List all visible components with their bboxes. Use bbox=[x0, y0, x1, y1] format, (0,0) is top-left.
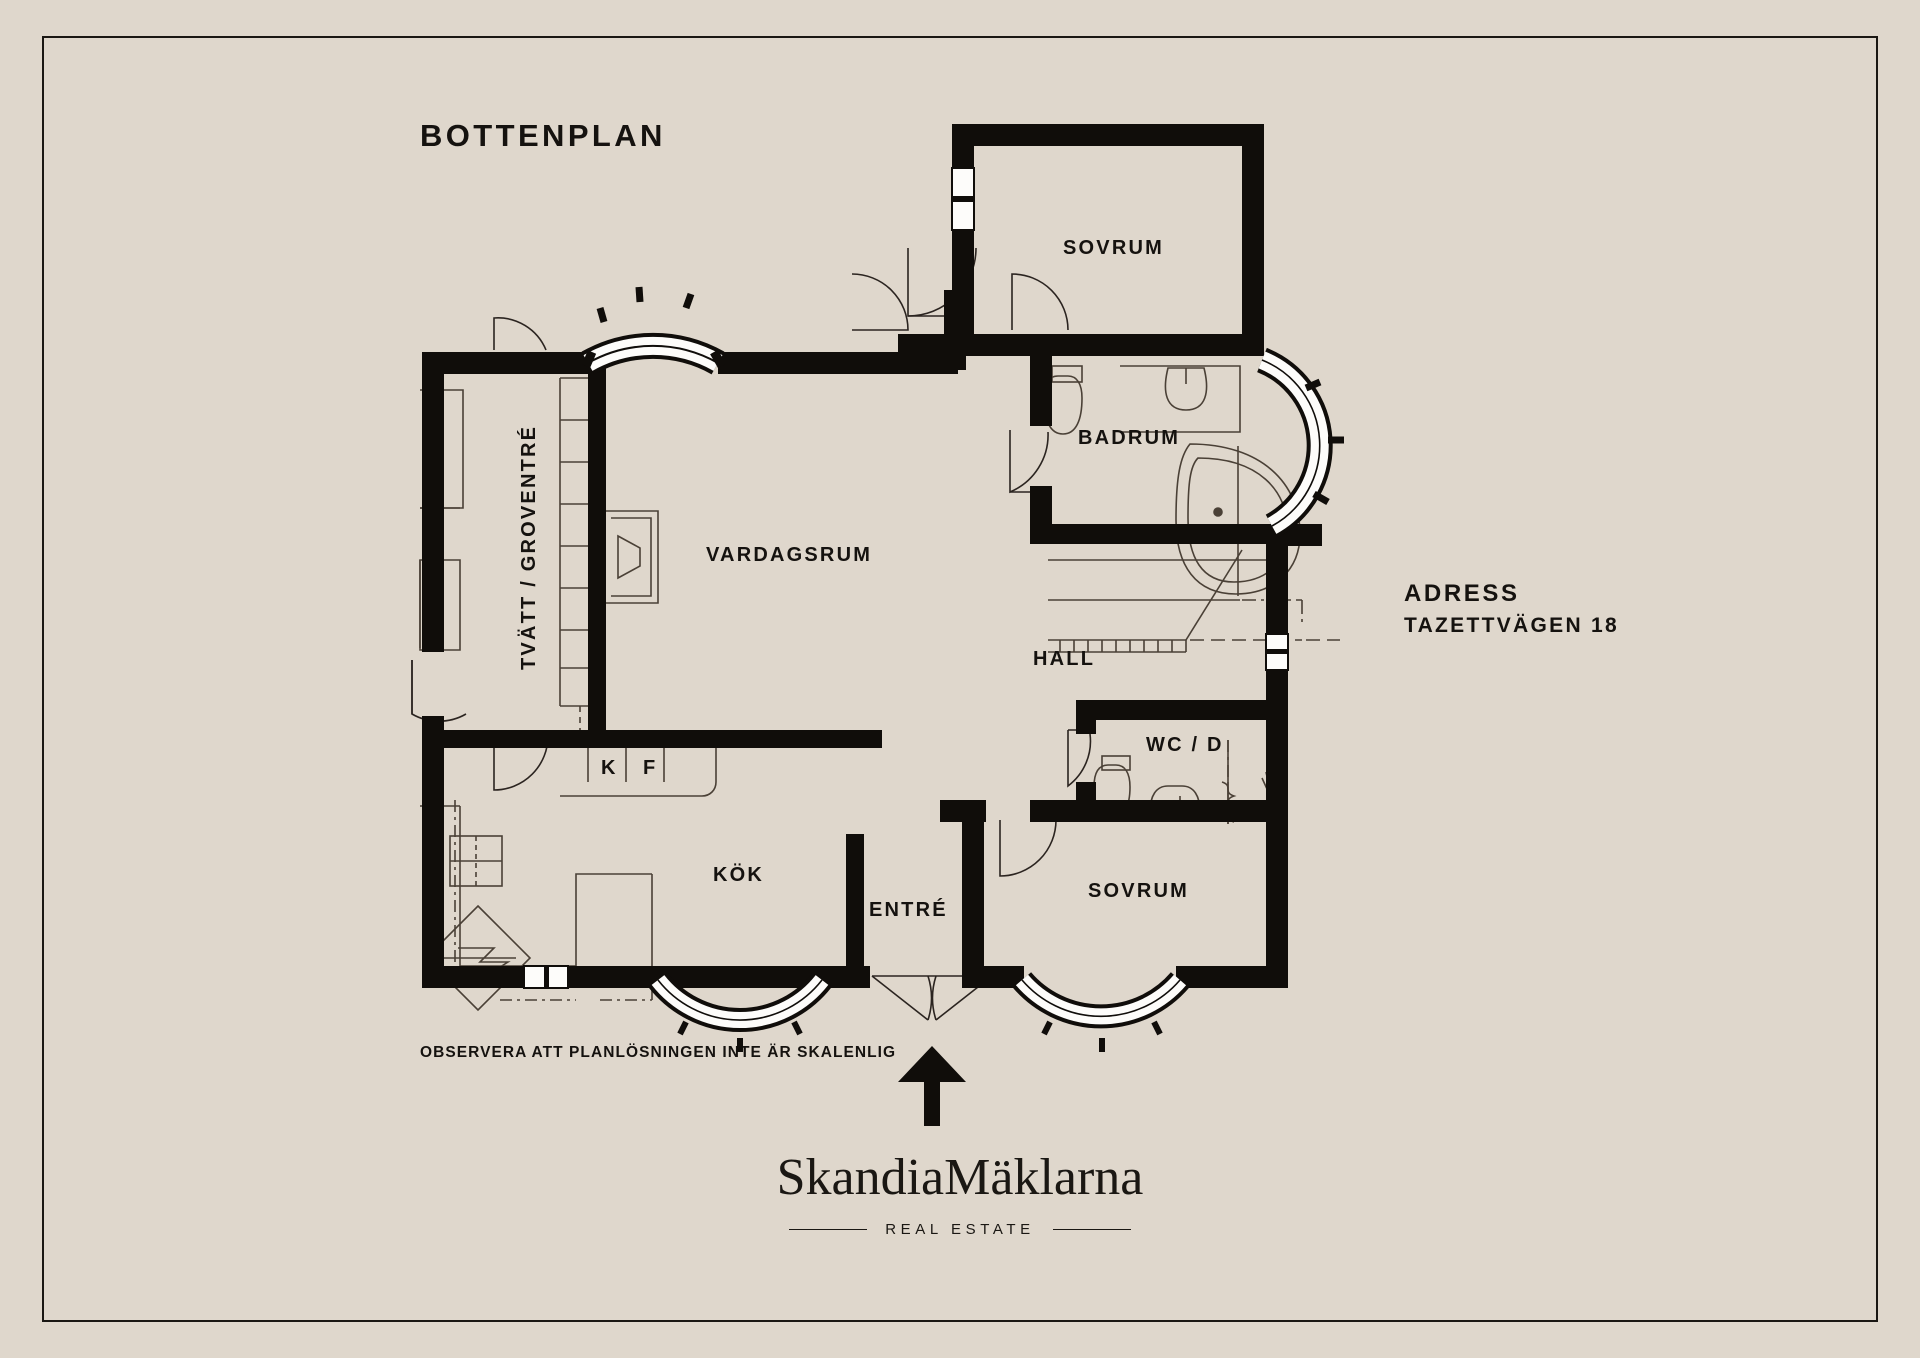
logo-tagline-row: REAL ESTATE bbox=[0, 1221, 1920, 1238]
page-title: BOTTENPLAN bbox=[420, 118, 666, 153]
logo-wordmark: SkandiaMäklarna bbox=[776, 1149, 1144, 1206]
room-label-badrum: BADRUM bbox=[1078, 427, 1181, 449]
brand-logo: SkandiaMäklarna REAL ESTATE bbox=[0, 1148, 1920, 1238]
windows bbox=[523, 167, 1344, 1052]
room-label-sovrum-top: SOVRUM bbox=[1063, 237, 1164, 259]
scale-disclaimer: OBSERVERA ATT PLANLÖSNINGEN INTE ÄR SKAL… bbox=[420, 1044, 897, 1061]
address-street: TAZETTVÄGEN 18 bbox=[1404, 614, 1619, 637]
logo-rule-left bbox=[789, 1228, 868, 1231]
appliance-label-frys: F bbox=[643, 757, 656, 779]
room-label-wc-d: WC / D bbox=[1146, 734, 1224, 756]
entry-arrow bbox=[898, 1046, 966, 1126]
appliance-label-kyl: K bbox=[601, 757, 616, 779]
address-heading: ADRESS bbox=[1404, 580, 1520, 607]
room-label-hall: HALL bbox=[1033, 648, 1096, 670]
logo-rule-right bbox=[1052, 1228, 1131, 1231]
address-block: ADRESS TAZETTVÄGEN 18 bbox=[1404, 580, 1619, 638]
page-border bbox=[42, 36, 1878, 1322]
room-label-kok: KÖK bbox=[713, 864, 765, 886]
room-label-entre: ENTRÉ bbox=[869, 899, 948, 921]
room-label-sovrum-bottom: SOVRUM bbox=[1088, 880, 1189, 902]
logo-tagline: REAL ESTATE bbox=[885, 1221, 1035, 1238]
room-label-tvatt: TVÄTT / GROVENTRÉ bbox=[518, 424, 540, 670]
room-label-vardagsrum: VARDAGSRUM bbox=[706, 544, 873, 566]
walls bbox=[422, 124, 1322, 988]
